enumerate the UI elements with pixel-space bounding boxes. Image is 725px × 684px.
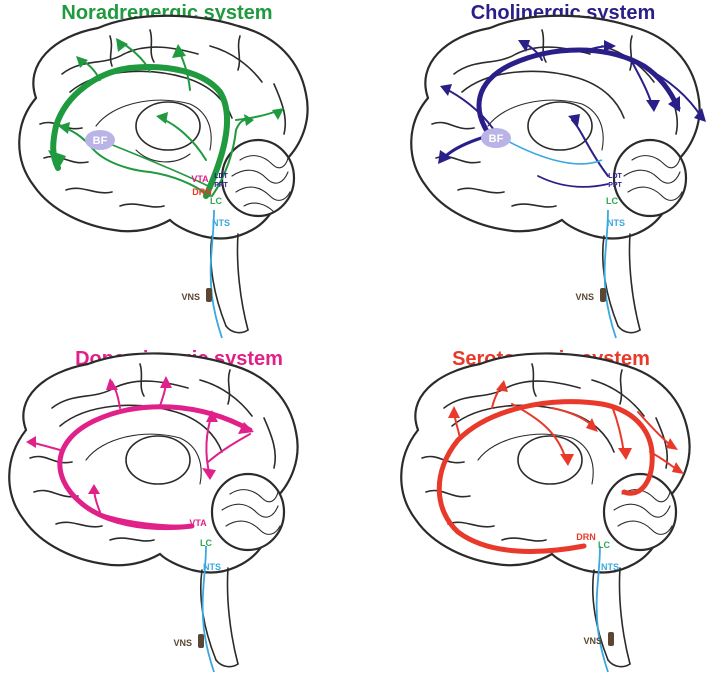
vta-label: VTA [189,518,207,528]
vns-electrode [608,632,614,646]
brain-diagram-noradrenergic: BF VTA DRN LDT PPT LC NTS VNS [18,14,309,339]
vns-label: VNS [575,292,594,302]
brain-diagram-dopaminergic: VTA LC NTS VNS [8,352,299,673]
ldt-label: LDT [608,173,622,180]
panel-title: Cholinergic system [470,2,656,24]
vns-electrode [600,288,606,302]
bf-label: BF [93,135,108,147]
brain-diagram-cholinergic: BF LDT PPT LC NTS VNS [410,14,706,339]
projection-pathways [436,380,684,554]
panel-title: Noradrenergic system [61,2,273,24]
projection-pathways [48,38,284,199]
lc-label: LC [598,540,610,550]
nts-label: NTS [607,218,625,228]
drn-label: DRN [192,187,212,197]
bf-label: BF [489,133,504,145]
panel-dopaminergic: Dopaminergic system [0,342,362,684]
ldt-label: LDT [214,173,228,180]
vagus-nerve-line [595,545,609,673]
bf-marker [481,128,511,148]
panel-noradrenergic: Noradrenergic system [0,0,362,342]
panel-cholinergic: Cholinergic system [362,0,724,342]
ppt-label: PPT [608,182,622,189]
nts-connection-line [501,137,603,165]
nts-label: NTS [203,562,221,572]
lc-label: LC [200,538,212,548]
projection-pathways [26,376,254,531]
ppt-label: PPT [214,182,228,189]
drn-label: DRN [576,532,596,542]
vagus-nerve-line [201,545,215,673]
bf-marker [85,130,115,150]
vta-label: VTA [191,174,209,184]
nts-label: NTS [212,218,230,228]
vns-electrode [206,288,212,302]
nts-label: NTS [601,562,619,572]
bf-connection-line [99,139,209,187]
vns-label: VNS [181,292,200,302]
vns-label: VNS [583,636,602,646]
lc-label: LC [606,196,618,206]
panel-serotonergic: Serotonergic system [362,342,724,684]
brain-anatomy [8,352,299,668]
lc-label: LC [210,196,222,206]
vns-electrode [198,634,204,648]
vns-label: VNS [173,638,192,648]
brain-diagram-serotonergic: DRN LC NTS VNS [400,352,691,673]
brain-anatomy [410,14,701,334]
